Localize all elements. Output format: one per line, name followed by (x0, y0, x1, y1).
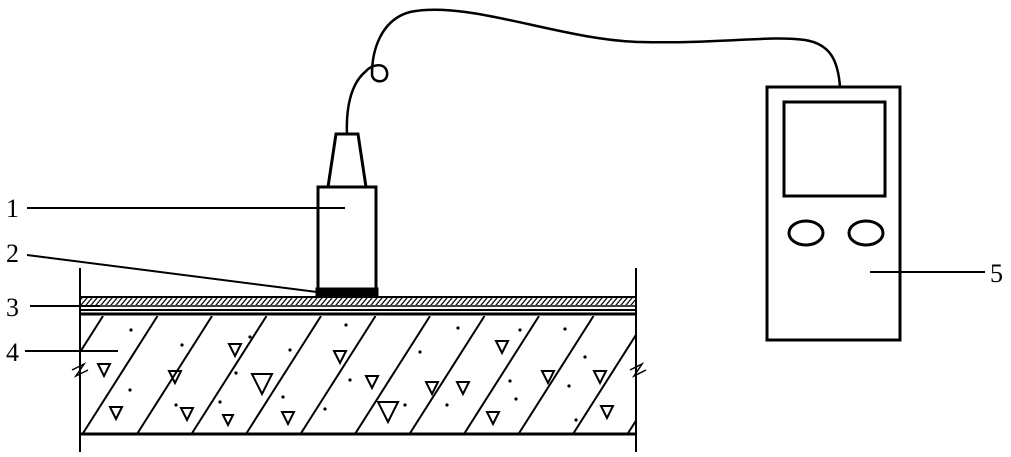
probe-body (316, 185, 378, 292)
aggregate-dot (218, 400, 222, 404)
aggregate-dot (234, 371, 238, 375)
label-coating: 3 (6, 293, 19, 322)
hatch-line (136, 316, 213, 434)
hatch-line (245, 316, 322, 434)
instrument-screen (782, 100, 887, 198)
aggregate-mark (96, 363, 112, 379)
concrete-layer (81, 316, 757, 434)
aggregate-dot (418, 350, 422, 354)
aggregate-mark (376, 401, 400, 425)
left-button (787, 219, 825, 247)
aggregate-dot (574, 418, 578, 422)
aggregate-dot (129, 328, 133, 332)
aggregate-mark (332, 350, 348, 366)
aggregate-mark (455, 381, 471, 397)
hatch-line (408, 316, 486, 434)
hatch-line (81, 316, 104, 353)
aggregate-mark (364, 375, 380, 391)
aggregate-dot (180, 343, 184, 347)
hatch-line (463, 316, 540, 434)
aggregate-dot (563, 327, 567, 331)
label-concrete: 4 (6, 338, 19, 367)
aggregate-mark (485, 411, 501, 427)
hatch-line (299, 316, 377, 434)
aggregate-mark (540, 370, 556, 386)
aggregate-dot (583, 355, 587, 359)
hatch-line (626, 418, 636, 434)
aggregate-dot (288, 348, 292, 352)
substrate (71, 268, 647, 452)
probe-cone (326, 132, 368, 189)
aggregate-dot (445, 403, 449, 407)
aggregate-dot (403, 403, 407, 407)
hatch-line (81, 316, 159, 434)
hatch-line (682, 316, 757, 434)
aggregate-dot (514, 397, 518, 401)
aggregate-dot (508, 379, 512, 383)
hatch-line (354, 316, 431, 434)
right-button (847, 219, 885, 247)
cable (345, 8, 842, 135)
hatch-line (517, 316, 595, 434)
aggregate-dot (281, 395, 285, 399)
aggregate-mark (280, 411, 296, 427)
aggregate-mark (108, 406, 124, 422)
probe (315, 132, 379, 298)
coating-layer (80, 298, 636, 305)
aggregate-mark (424, 381, 440, 397)
hatch-line (572, 333, 636, 434)
label-probe: 1 (6, 194, 19, 223)
aggregate-dot (248, 335, 252, 339)
aggregate-dot (518, 328, 522, 332)
aggregate-mark (592, 370, 608, 386)
aggregate-mark (227, 343, 243, 359)
aggregate-dot (567, 384, 571, 388)
hatch-line (190, 316, 268, 434)
coupling-pad (315, 287, 379, 298)
aggregate-dot (456, 326, 460, 330)
aggregate-mark (599, 405, 615, 421)
aggregate-dot (128, 388, 132, 392)
aggregate-mark (221, 414, 235, 428)
aggregate-mark (179, 407, 195, 423)
aggregate-dot (323, 407, 327, 411)
aggregate-mark (250, 373, 274, 397)
aggregate-dot (344, 323, 348, 327)
aggregate-dot (348, 378, 352, 382)
instrument (765, 85, 902, 342)
aggregate-dot (174, 403, 178, 407)
aggregate-mark (494, 340, 510, 356)
label-coupling: 2 (6, 239, 19, 268)
label-instrument: 5 (990, 259, 1003, 288)
leader-lines (25, 207, 985, 352)
aggregate-mark (167, 370, 183, 386)
